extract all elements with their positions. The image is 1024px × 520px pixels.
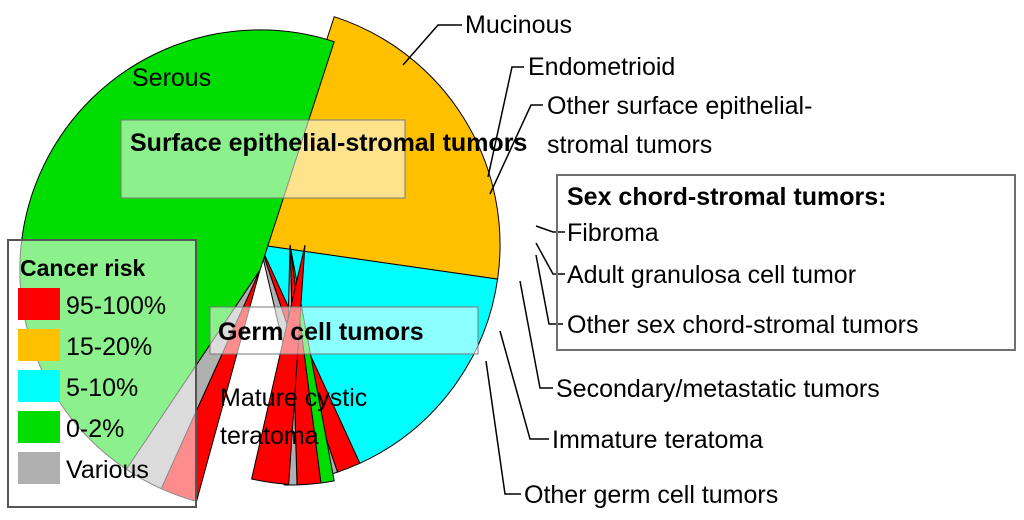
slice-label-mucinous: Mucinous bbox=[465, 11, 572, 39]
legend-swatch bbox=[18, 370, 60, 402]
leader-other-germ bbox=[485, 360, 521, 495]
leader-fibroma bbox=[535, 225, 565, 233]
slice-label-adult-granulosa: Adult granulosa cell tumor bbox=[567, 261, 856, 289]
group-label-germ: Germ cell tumors bbox=[218, 318, 424, 346]
leader-immature bbox=[499, 330, 549, 440]
legend-label: 5-10% bbox=[66, 374, 138, 402]
legend-swatch bbox=[18, 411, 60, 443]
legend-swatch bbox=[18, 329, 60, 361]
slice-label-endometrioid: Endometrioid bbox=[528, 53, 675, 81]
slice-label-fibroma: Fibroma bbox=[567, 219, 659, 247]
legend: Cancer risk 95-100% 15-20% 5-10% 0-2% Variou… bbox=[7, 239, 197, 508]
legend-title: Cancer risk bbox=[20, 255, 146, 281]
leader-mucinous bbox=[402, 24, 462, 66]
slice-label-other-germ: Other germ cell tumors bbox=[524, 481, 778, 509]
pie-slice-secondary-metastatic-tumors bbox=[251, 244, 306, 485]
legend-swatch bbox=[18, 452, 60, 484]
slice-label-secondary: Secondary/metastatic tumors bbox=[556, 375, 880, 403]
slice-label-immature: Immature teratoma bbox=[552, 426, 763, 454]
legend-swatch bbox=[18, 288, 60, 320]
germ-group-label-box bbox=[209, 306, 479, 355]
sex-chord-group-box bbox=[556, 174, 1016, 351]
leader-other-sex-chord bbox=[535, 254, 563, 325]
group-label-sex-chord: Sex chord-stromal tumors: bbox=[567, 183, 887, 211]
leader-endometrioid bbox=[487, 66, 524, 178]
slice-label-other-surface: Other surface epithelial-stromal tumors bbox=[547, 92, 812, 159]
leader-secondary bbox=[519, 280, 553, 389]
leader-adult-granulosa bbox=[535, 242, 565, 275]
group-label-surface: Surface epithelial-stromal tumors bbox=[130, 129, 527, 157]
legend-label: 15-20% bbox=[66, 333, 152, 361]
surface-group-label-box bbox=[120, 119, 406, 199]
legend-label: 0-2% bbox=[66, 415, 124, 443]
slice-label-serous: Serous bbox=[132, 64, 211, 92]
slice-label-other-sex-chord: Other sex chord-stromal tumors bbox=[567, 311, 919, 339]
leader-other-surface bbox=[489, 104, 543, 195]
legend-label: 95-100% bbox=[66, 292, 166, 320]
legend-label: Various bbox=[66, 456, 149, 484]
